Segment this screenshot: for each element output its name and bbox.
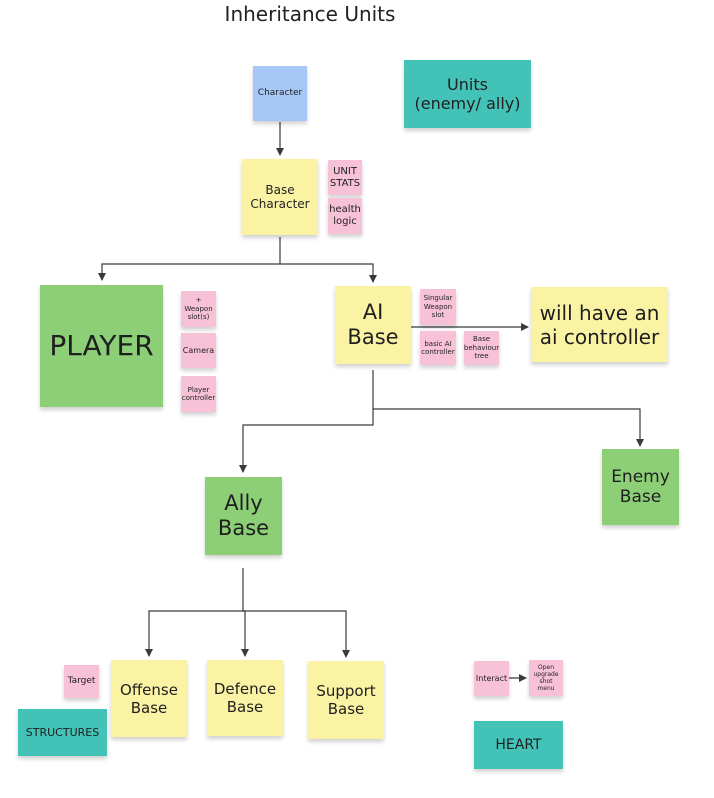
- units-legend-label: Units (enemy/ ally): [414, 74, 521, 113]
- connector-ally-to-support: [243, 610, 350, 658]
- open-upgrade-shot-menu-label: Open upgrade shot menu: [533, 663, 559, 693]
- structures-note[interactable]: STRUCTURES: [18, 709, 107, 756]
- basic-ai-controller-label: basic AI controller: [421, 339, 455, 356]
- player-label: PLAYER: [49, 329, 154, 363]
- defence-base-note[interactable]: Defence Base: [207, 660, 283, 736]
- diagram-title: Inheritance Units: [224, 2, 396, 26]
- unit-stats-note[interactable]: UNIT STATS: [328, 160, 362, 195]
- ai-base-note[interactable]: AI Base: [335, 286, 411, 364]
- defence-base-label: Defence Base: [213, 680, 277, 716]
- character-note[interactable]: Character: [253, 66, 307, 121]
- ai-base-label: AI Base: [347, 299, 399, 349]
- character-label: Character: [257, 88, 303, 99]
- connector-ally-to-defence: [241, 610, 249, 657]
- base-behaviour-tree-note[interactable]: Base behaviour tree: [464, 331, 499, 365]
- player-controller-label: Player controller: [181, 385, 216, 402]
- interact-note[interactable]: Interact: [474, 661, 509, 696]
- base-character-note[interactable]: Base Character: [242, 159, 318, 235]
- weapon-slots-note[interactable]: + Weapon slot(s): [181, 291, 216, 327]
- enemy-base-note[interactable]: Enemy Base: [602, 449, 679, 525]
- structures-label: STRUCTURES: [25, 725, 100, 739]
- support-base-label: Support Base: [316, 682, 376, 718]
- target-label: Target: [67, 676, 96, 687]
- connector-base-to-ai: [280, 263, 377, 283]
- connector-ally-to-offense: [145, 610, 243, 657]
- connector-base-to-player: [98, 263, 280, 281]
- singular-weapon-slot-label: Singular Weapon slot: [423, 294, 453, 320]
- heart-label: HEART: [495, 736, 542, 753]
- offense-base-label: Offense Base: [120, 680, 178, 717]
- connector-ai-to-enemy: [373, 408, 644, 447]
- health-logic-note[interactable]: health logic: [328, 198, 362, 234]
- enemy-base-label: Enemy Base: [611, 466, 670, 507]
- ai-controller-note[interactable]: will have an ai controller: [531, 287, 668, 362]
- health-logic-label: health logic: [329, 204, 361, 227]
- heart-note[interactable]: HEART: [474, 721, 563, 769]
- camera-note[interactable]: Camera: [181, 333, 216, 368]
- open-upgrade-shot-menu-note[interactable]: Open upgrade shot menu: [529, 660, 563, 696]
- ally-base-note[interactable]: Ally Base: [205, 477, 282, 555]
- offense-base-note[interactable]: Offense Base: [111, 660, 187, 737]
- units-legend-note[interactable]: Units (enemy/ ally): [404, 60, 531, 128]
- base-character-label: Base Character: [250, 182, 310, 211]
- weapon-slots-label: + Weapon slot(s): [184, 296, 213, 322]
- target-note[interactable]: Target: [64, 665, 99, 698]
- player-controller-note[interactable]: Player controller: [181, 376, 216, 412]
- ai-controller-label: will have an ai controller: [539, 300, 660, 349]
- camera-label: Camera: [182, 345, 215, 355]
- basic-ai-controller-note[interactable]: basic AI controller: [420, 331, 456, 365]
- ally-base-label: Ally Base: [217, 490, 270, 540]
- connector-ai-to-ally: [239, 409, 374, 473]
- unit-stats-label: UNIT STATS: [329, 165, 361, 189]
- support-base-note[interactable]: Support Base: [308, 661, 384, 739]
- singular-weapon-slot-note[interactable]: Singular Weapon slot: [420, 289, 456, 325]
- player-note[interactable]: PLAYER: [40, 285, 163, 407]
- base-behaviour-tree-label: Base behaviour tree: [463, 335, 500, 361]
- interact-label: Interact: [475, 673, 508, 683]
